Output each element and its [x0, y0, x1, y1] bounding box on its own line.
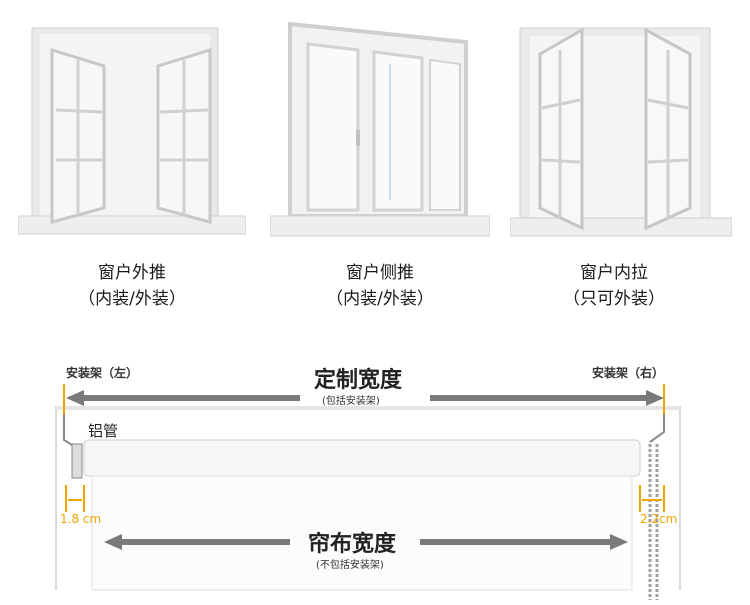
window-note: （只可外装）: [563, 289, 665, 309]
window-label-2: 窗户侧推 （内装/外装）: [280, 260, 480, 312]
window-name: 窗户外推: [98, 263, 166, 283]
roller-blind-diagram: 安装架（左） 安装架（右） 定制宽度 (包括安装架) 铝管 1.8 cm 2.2…: [0, 340, 750, 605]
window-label-3: 窗户内拉 （只可外装）: [514, 260, 714, 312]
window-sliding-illustration: [270, 21, 490, 237]
window-note: （内装/外装）: [326, 289, 434, 309]
left-bracket-label: 安装架（左）: [66, 366, 139, 380]
custom-width-label: 定制宽度: [314, 368, 403, 393]
window-outward-illustration: [18, 27, 246, 235]
window-note: （内装/外装）: [78, 289, 186, 309]
fabric-width-note: (不包括安装架): [316, 560, 384, 571]
window-name: 窗户内拉: [580, 263, 648, 283]
window-label-1: 窗户外推 （内装/外装）: [32, 260, 232, 312]
window-inward-illustration: [510, 27, 732, 237]
right-bracket-label: 安装架（右）: [592, 366, 665, 380]
window-name: 窗户侧推: [346, 263, 414, 283]
right-offset-label: 2.2cm: [640, 512, 678, 526]
left-offset-label: 1.8 cm: [60, 512, 102, 526]
custom-width-note: (包括安装架): [322, 396, 380, 407]
fabric-width-label: 帘布宽度: [308, 532, 397, 557]
tube-label: 铝管: [88, 422, 119, 440]
